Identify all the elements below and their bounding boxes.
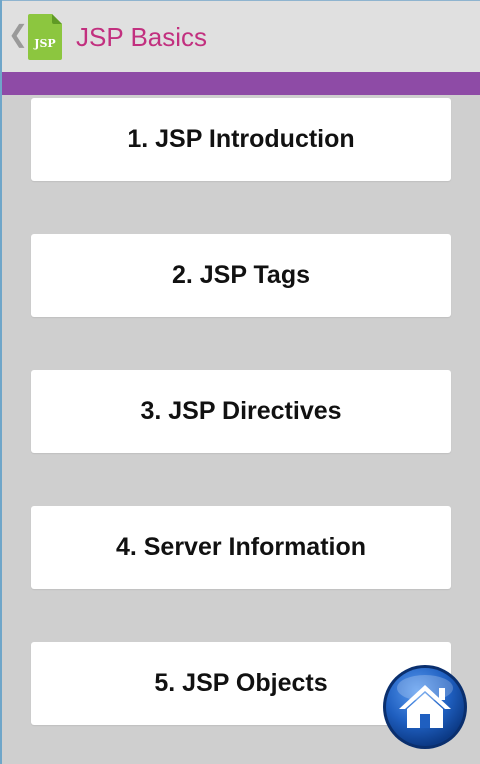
- app-icon-label: JSP: [33, 37, 55, 50]
- frame-top-edge: [0, 0, 480, 1]
- frame-left-edge: [0, 0, 2, 764]
- app-bar: ❮ JSP JSP Basics: [2, 1, 480, 72]
- menu-button-jsp-tags[interactable]: 2. JSP Tags: [31, 234, 451, 317]
- menu-button-jsp-introduction[interactable]: 1. JSP Introduction: [31, 98, 451, 181]
- home-button[interactable]: [382, 664, 468, 750]
- back-chevron-icon[interactable]: ❮: [8, 21, 29, 48]
- app-title: JSP Basics: [76, 22, 208, 52]
- accent-bar: [2, 72, 480, 95]
- home-icon: [399, 685, 451, 728]
- menu-button-server-information[interactable]: 4. Server Information: [31, 506, 451, 589]
- jsp-file-icon[interactable]: JSP: [28, 14, 62, 60]
- menu-button-jsp-objects[interactable]: 5. JSP Objects: [31, 642, 451, 725]
- menu-button-jsp-directives[interactable]: 3. JSP Directives: [31, 370, 451, 453]
